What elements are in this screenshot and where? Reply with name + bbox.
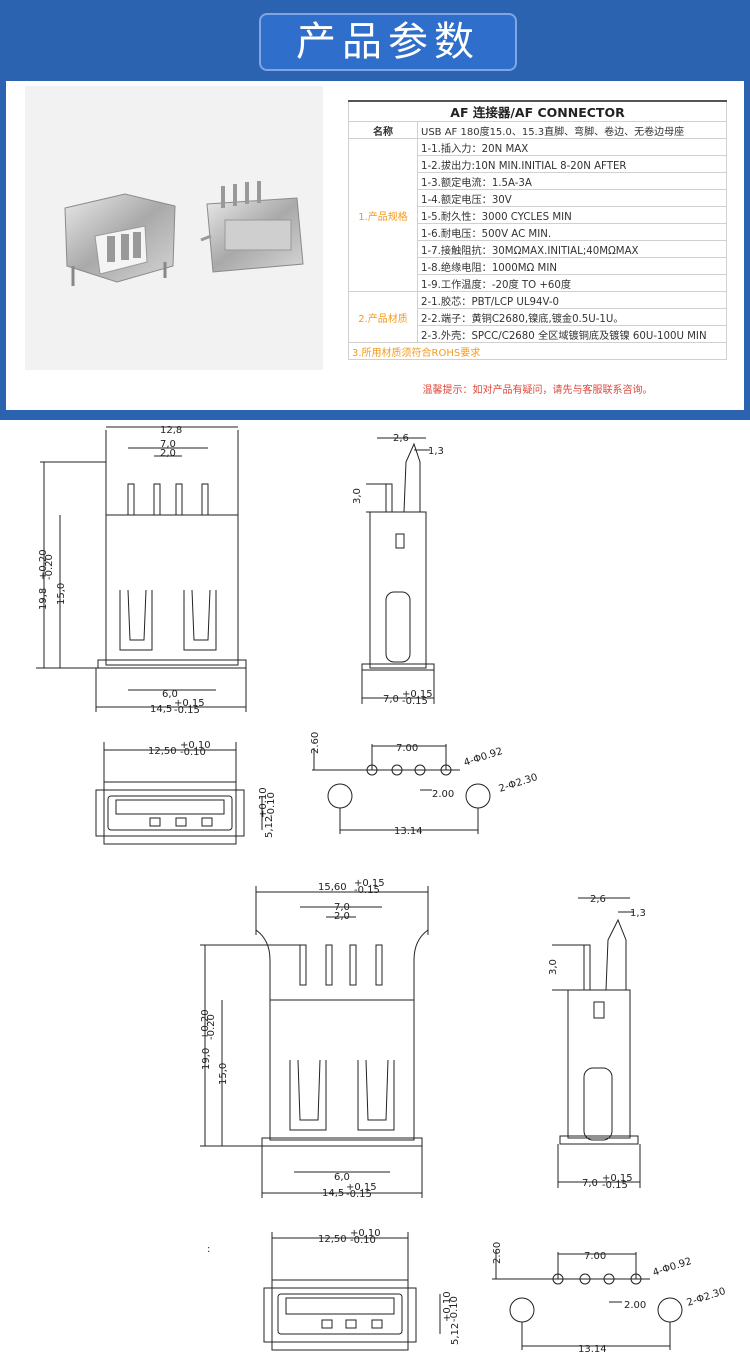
dim-text: 2-Φ2.30 [498,772,540,795]
dim-tol: +0.15 [402,689,433,700]
dim-text: 4-Φ0.92 [652,1256,694,1279]
connector-photo-right [200,181,304,273]
dim-text: 12,8 [160,425,182,436]
dim-tol: +0.10 [350,1228,381,1239]
drawing-2-pcb [312,744,491,834]
dim-tol: +0.15 [346,1182,377,1193]
dim-tol: -0.10 [449,1296,460,1322]
dim-text: 2,0 [334,911,350,922]
dim-text: 14,5 [150,704,172,715]
product-photo [25,86,323,370]
dim-text: 2,6 [393,433,409,444]
dim-text: 15,60 [318,882,347,893]
dim-text: 13.14 [394,826,423,837]
dim-text: 2,6 [590,894,606,905]
drawing-1-side [361,437,435,704]
dim-text: 5,12 [264,816,275,838]
dim-text: 12,50 [148,746,177,757]
dim-text: 13.14 [578,1344,607,1355]
dim-tol: -0.10 [350,1235,376,1246]
dim-tol: +0.15 [174,698,205,709]
dim-text: 15,0 [218,1063,229,1085]
dim-text: 3,0 [548,959,559,975]
dim-text: 2,0 [160,448,176,459]
page-title: 产品参数 [259,13,517,71]
dim-tol: -0.15 [354,885,380,896]
dim-tol: +0.15 [602,1173,633,1184]
dim-text: 7,0 [334,902,350,913]
dim-tol: -0.10 [266,792,277,818]
dim-tol: -0.20 [206,1014,217,1040]
drawing-4-pcb [492,1250,683,1350]
connector-photo-left [64,193,176,286]
tip-text: 温馨提示：如对产品有疑问，请先与客服联系咨询。 [422,385,653,396]
drawing-3-side [552,897,641,1188]
dim-text: 1,3 [630,908,646,919]
dim-text: 2.00 [432,789,454,800]
dim-text: 2-Φ2.30 [686,1286,728,1309]
category-material: 2.产品材质 [348,291,418,343]
dim-text: 7.00 [396,743,418,754]
dim-tol: +0.10 [442,1291,453,1322]
dim-text: 6,0 [334,1172,350,1183]
drawing-4-face [263,1232,441,1351]
dim-text: 7.00 [584,1251,606,1262]
dim-tol: -0.10 [180,747,206,758]
dim-tol: -0.20 [44,554,55,580]
dim-text: 1,3 [428,446,444,457]
rohs-note: 3.所用材质须符合ROHS要求 [348,342,727,360]
dim-tol: -0.15 [602,1180,628,1191]
dim-tol: -0.15 [346,1189,372,1200]
spec-table: AF 连接器/AF CONNECTOR 名称 USB AF 180度15.0、1… [348,100,727,360]
dim-tol: +0.10 [258,787,269,818]
dim-text: 5,12 [450,1323,461,1345]
dim-tol: +0.15 [354,878,385,889]
dim-text: 15,0 [56,583,67,605]
dim-text: 19,8 [38,588,49,610]
colon-mark: : [207,1244,210,1255]
dim-text: 19,0 [201,1048,212,1070]
drawing-3-front [200,886,429,1198]
dim-tol: -0.15 [402,696,428,707]
drawing-2-face [95,742,263,845]
dim-text: 7,0 [582,1178,598,1189]
dim-text: 4-Φ0.92 [463,746,505,769]
dim-text: 7,0 [383,694,399,705]
dim-text: 6,0 [162,689,178,700]
dim-text: 7,0 [160,439,176,450]
dim-tol: -0.15 [174,705,200,716]
dim-text: 14,5 [322,1188,344,1199]
dim-text: 12,50 [318,1234,347,1245]
dim-text: 2.00 [624,1300,646,1311]
dim-tol: +0.10 [180,740,211,751]
drawing-1-front [36,426,247,712]
dim-text: 2.60 [492,1242,503,1264]
dim-tol: +0.20 [200,1009,211,1040]
dim-tol: +0.20 [38,549,49,580]
dim-text: 3,0 [352,488,363,504]
dim-text: 2.60 [310,732,321,754]
